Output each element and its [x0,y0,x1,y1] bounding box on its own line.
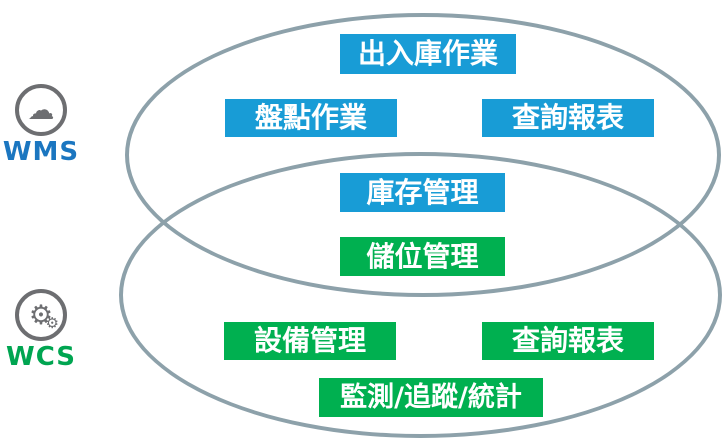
wcs-label: WCS [6,342,76,372]
wms-label: WMS [2,137,80,167]
box-wms-query-reports: 查詢報表 [482,99,654,137]
box-inbound-outbound-operations: 出入庫作業 [340,34,516,74]
gears-icon: ⚙ ⚙ [15,289,67,341]
box-equipment-management: 設備管理 [224,322,396,360]
box-storage-location-management: 儲位管理 [340,237,505,276]
box-inventory-management: 庫存管理 [340,173,505,212]
wcs-ellipse [119,152,722,438]
wms-badge: ☁ WMS [0,84,82,167]
box-stocktaking-operations: 盤點作業 [225,99,397,137]
cloud-icon: ☁ [15,84,67,136]
wcs-badge: ⚙ ⚙ WCS [0,289,82,372]
gear-small-glyph: ⚙ [45,314,59,332]
box-monitoring-tracking-statistics: 監測/追蹤/統計 [319,378,543,417]
cloud-glyph: ☁ [27,94,55,126]
gear-glyph: ⚙ [28,299,54,331]
box-wcs-query-reports: 查詢報表 [482,322,654,360]
